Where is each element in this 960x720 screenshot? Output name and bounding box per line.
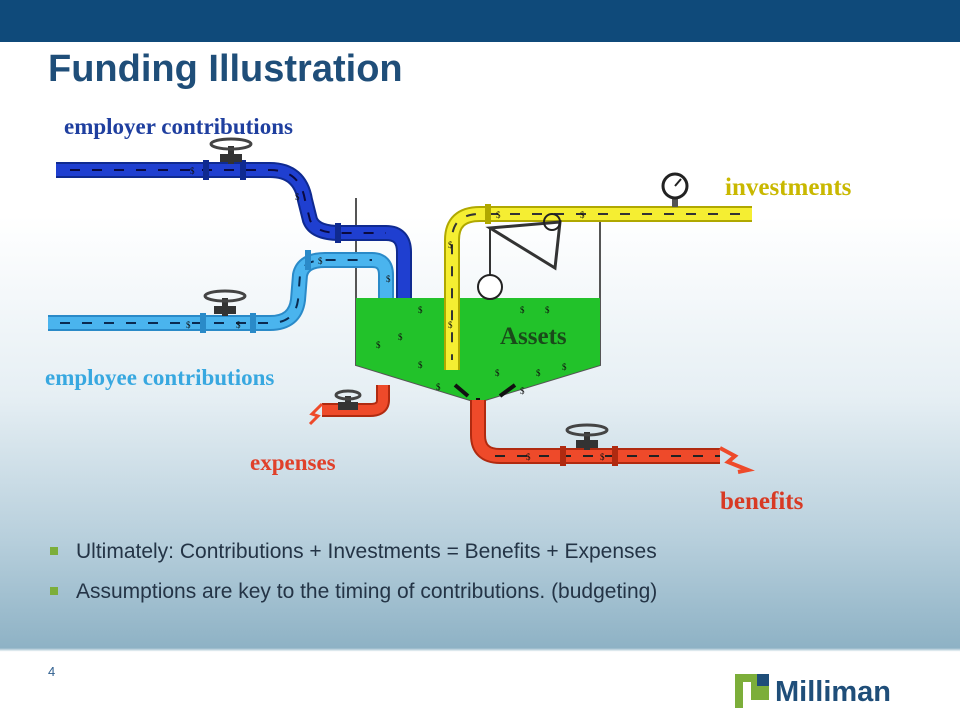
dollar-marker: $ — [418, 305, 423, 315]
dollar-marker: $ — [495, 368, 500, 378]
milliman-logo: Milliman — [735, 672, 905, 712]
dollar-marker: $ — [545, 305, 550, 315]
investments-label: investments — [725, 174, 852, 201]
benefits-valve-icon — [565, 423, 609, 450]
bullet-item: Assumptions are key to the timing of con… — [48, 580, 928, 604]
expense-valve-icon — [334, 389, 362, 410]
bullet-list: Ultimately: Contributions + Investments … — [48, 540, 928, 620]
dollar-marker: $ — [386, 274, 391, 284]
header-bar — [0, 0, 960, 42]
dollar-markers: $ $ $ $ $ $ $ $ $ $ $ $ $ $ $ $ $ $ $ $ … — [186, 166, 605, 462]
dollar-marker: $ — [448, 240, 453, 250]
dollar-marker: $ — [398, 332, 403, 342]
dollar-marker: $ — [436, 382, 441, 392]
dollar-marker: $ — [418, 360, 423, 370]
employee-pipe — [48, 250, 394, 333]
expenses-label: expenses — [250, 450, 336, 475]
pressure-gauge-icon — [661, 172, 689, 207]
dollar-marker: $ — [536, 368, 541, 378]
milliman-logo-icon — [735, 674, 769, 708]
bullet-square-icon — [50, 587, 58, 595]
bullet-item: Ultimately: Contributions + Investments … — [48, 540, 928, 564]
dollar-marker: $ — [236, 320, 241, 330]
dollar-marker: $ — [448, 320, 453, 330]
bullet-text: Assumptions are key to the timing of con… — [76, 580, 658, 603]
dollar-marker: $ — [376, 340, 381, 350]
assets-fluid — [356, 298, 600, 400]
slide-title: Funding Illustration — [48, 48, 403, 90]
dollar-marker: $ — [562, 362, 567, 372]
bullet-square-icon — [50, 547, 58, 555]
logo-text: Milliman — [775, 676, 892, 708]
employer-valve-icon — [209, 137, 253, 164]
bullet-text: Ultimately: Contributions + Investments … — [76, 540, 657, 563]
dollar-marker: $ — [526, 452, 531, 462]
employee-contributions-label: employee contributions — [45, 365, 275, 390]
assets-label: Assets — [500, 323, 567, 350]
dollar-marker: $ — [580, 210, 585, 220]
employer-pipe — [56, 160, 412, 298]
benefits-pipe — [470, 400, 755, 474]
dollar-marker: $ — [295, 192, 300, 202]
investments-pipe — [444, 204, 752, 370]
float-valve-icon — [477, 213, 562, 300]
dollar-marker: $ — [520, 305, 525, 315]
employee-valve-icon — [203, 289, 247, 316]
dollar-marker: $ — [190, 166, 195, 176]
dollar-marker: $ — [520, 386, 525, 396]
dollar-marker: $ — [600, 452, 605, 462]
expense-pipe — [308, 385, 390, 426]
employer-contributions-label: employer contributions — [64, 114, 293, 139]
dollar-marker: $ — [186, 320, 191, 330]
dollar-marker: $ — [318, 256, 323, 266]
page-number: 4 — [48, 664, 56, 679]
benefits-label: benefits — [720, 488, 804, 515]
dollar-marker: $ — [496, 210, 501, 220]
